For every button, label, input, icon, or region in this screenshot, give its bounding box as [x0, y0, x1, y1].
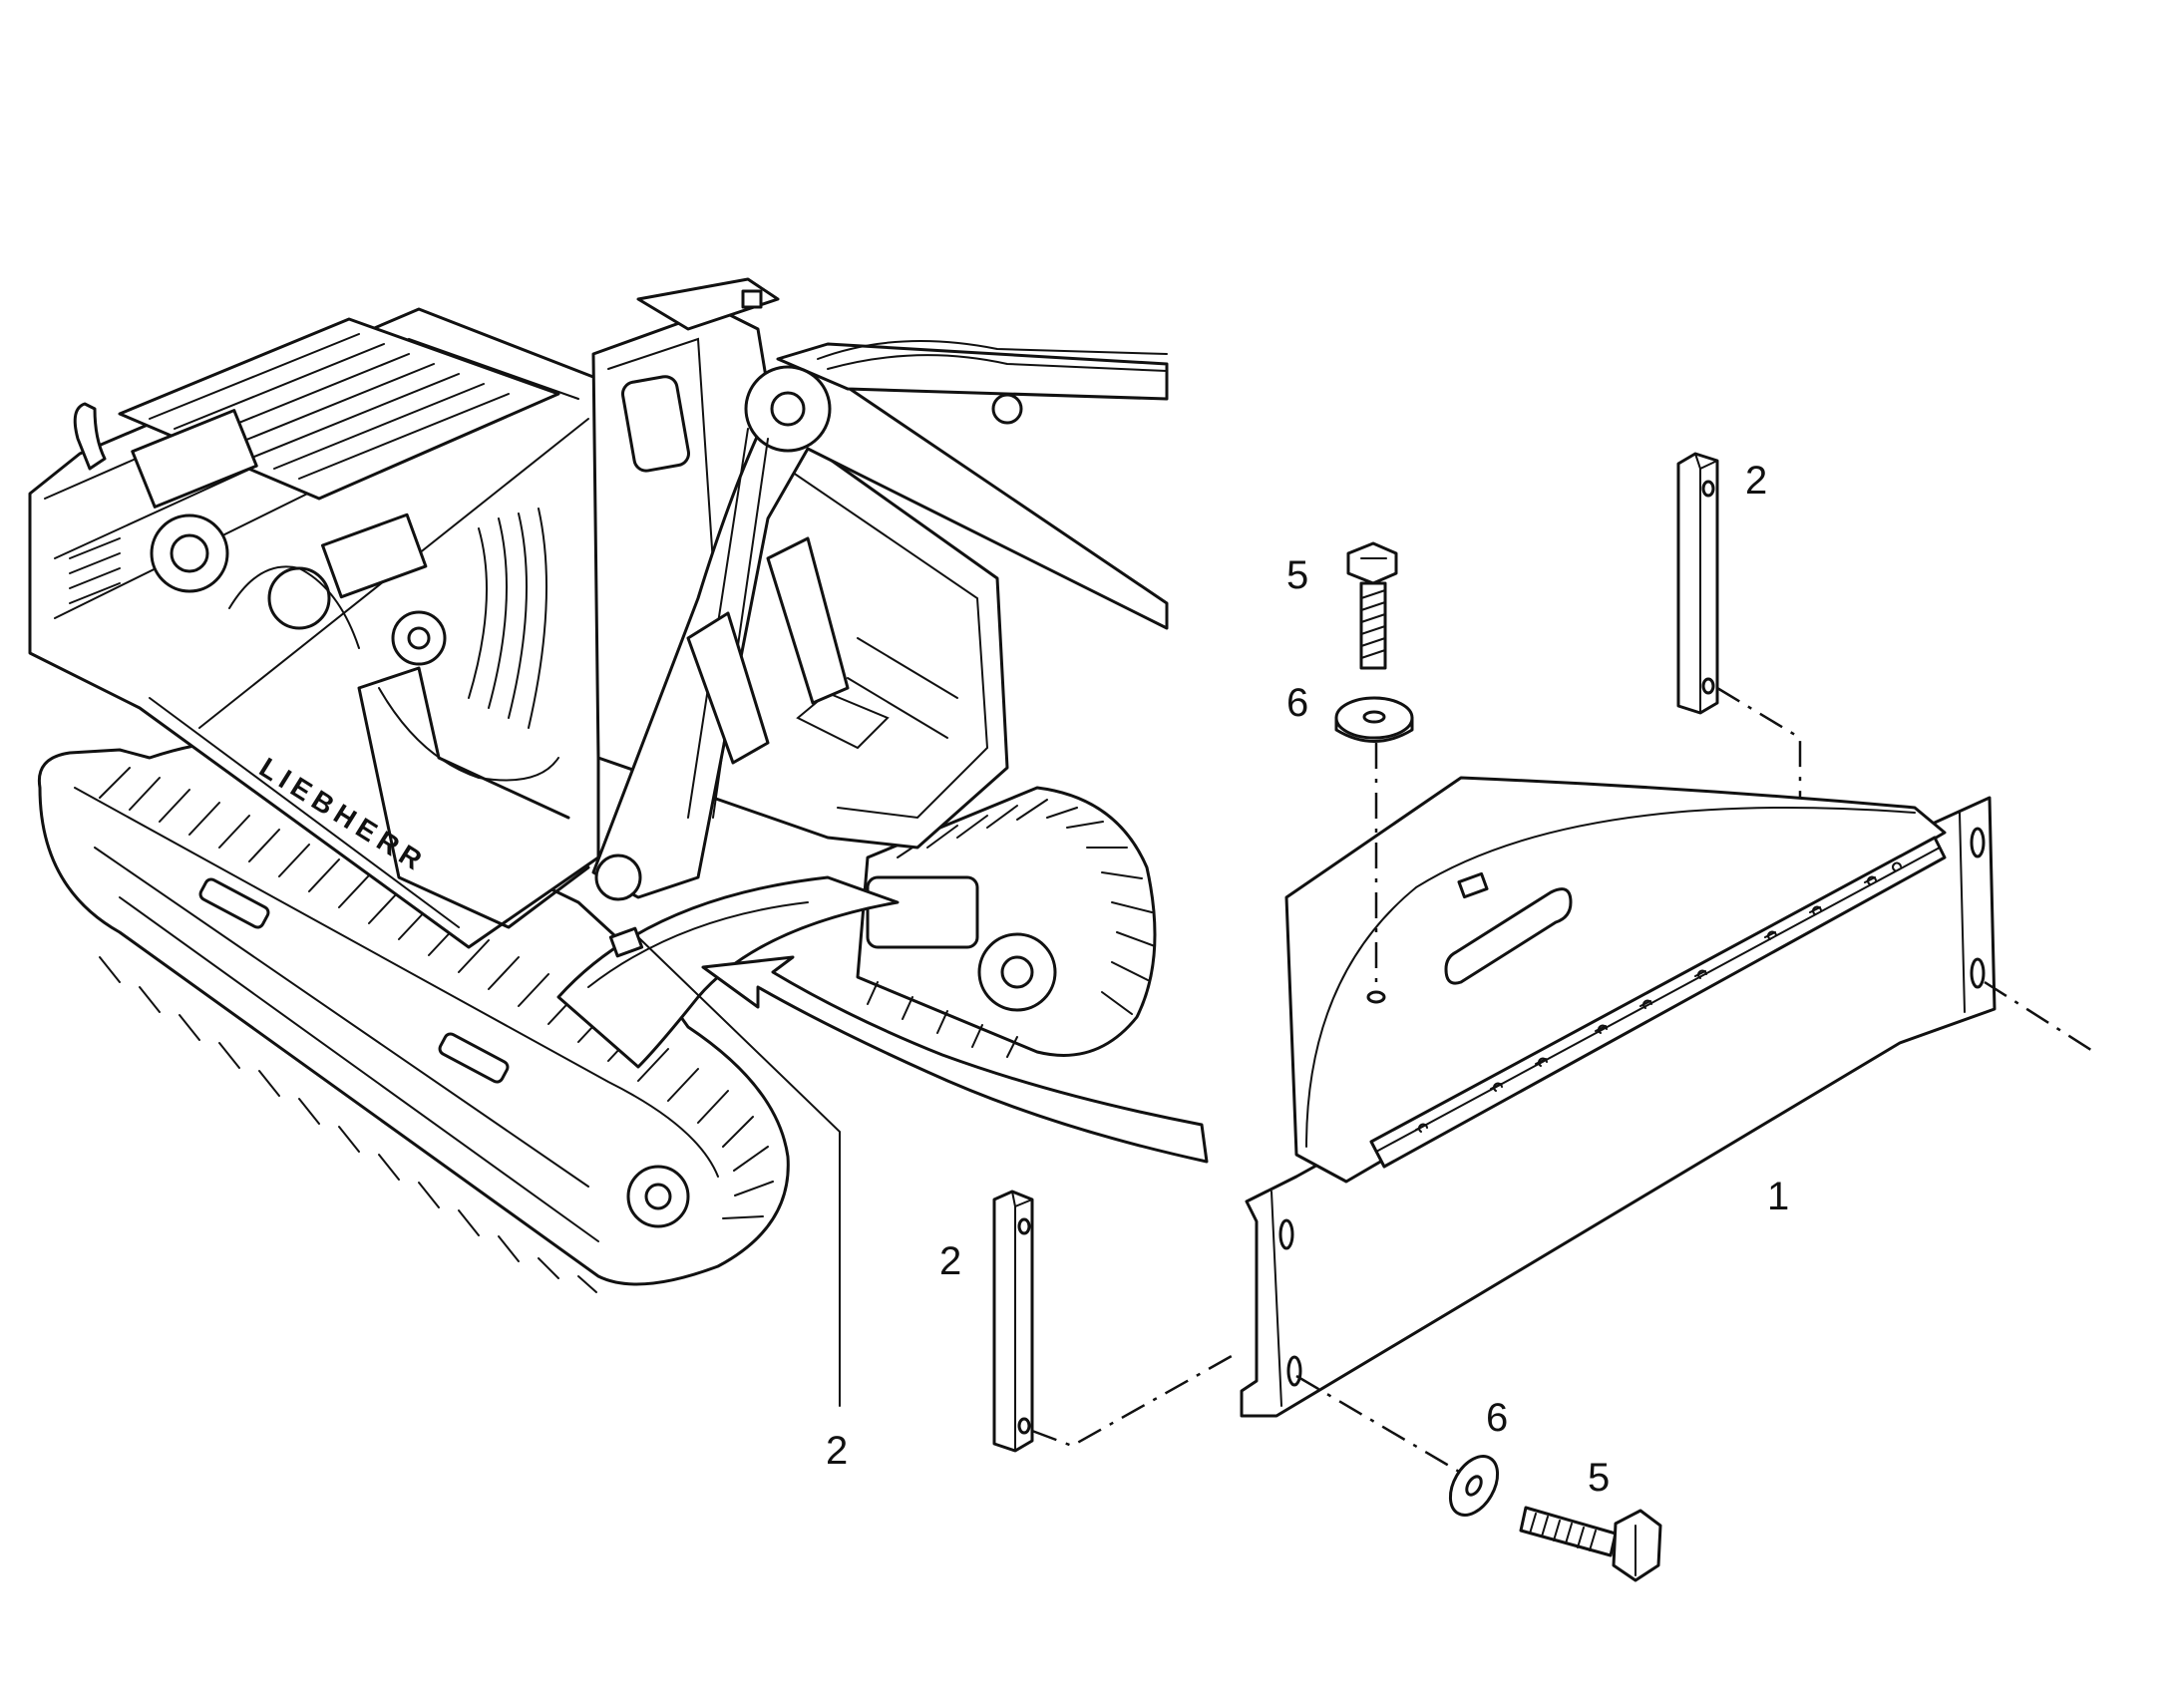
spacer-bar-top — [1676, 452, 1719, 715]
excavator-illustration: LIEBHERR — [28, 277, 1169, 1293]
callout-part-6-top: 6 — [1286, 681, 1308, 725]
bolt-bottom — [1519, 1506, 1662, 1582]
bolt-top — [1346, 541, 1398, 670]
engine-components — [150, 508, 559, 782]
install-direction-arrow — [701, 955, 1209, 1164]
washer-top — [1334, 696, 1414, 743]
fin-bolt-hole — [1366, 990, 1386, 1004]
exhaust-stack — [73, 402, 107, 471]
hinge-strip — [1369, 836, 1947, 1169]
callout-part-2-bottom: 2 — [826, 1429, 848, 1473]
assembly-centerlines — [1031, 686, 2095, 1478]
engine-hood — [118, 317, 560, 509]
washer-bottom — [1448, 1455, 1500, 1517]
left-crawler-track — [37, 740, 790, 1293]
mounting-slots — [1278, 827, 1986, 1387]
deflector-fin — [1284, 776, 1947, 1184]
fin-tab — [1457, 871, 1489, 899]
guard-rail — [357, 666, 590, 929]
callout-part-6-bottom: 6 — [1486, 1396, 1508, 1440]
boom-arm — [591, 340, 1169, 901]
callout-part-2-mid: 2 — [939, 1239, 961, 1283]
track-rollers — [198, 877, 690, 1228]
undercarriage-frame — [556, 875, 900, 1069]
callout-part-5-top: 5 — [1286, 553, 1308, 597]
spacer-bar-bottom — [992, 1190, 1034, 1453]
hinge-knuckles — [1415, 861, 1902, 1133]
back-plate — [1240, 796, 1997, 1418]
callout-part-5-bottom: 5 — [1588, 1456, 1610, 1500]
fin-slot — [1444, 887, 1573, 985]
callout-part-1: 1 — [1767, 1175, 1789, 1218]
leader-line-part-2 — [637, 936, 841, 1407]
track-shoes — [99, 767, 774, 1293]
upper-carriage: LIEBHERR — [28, 307, 600, 949]
guard-plate-assembly — [1240, 776, 1997, 1418]
callout-part-2-top: 2 — [1745, 459, 1767, 503]
